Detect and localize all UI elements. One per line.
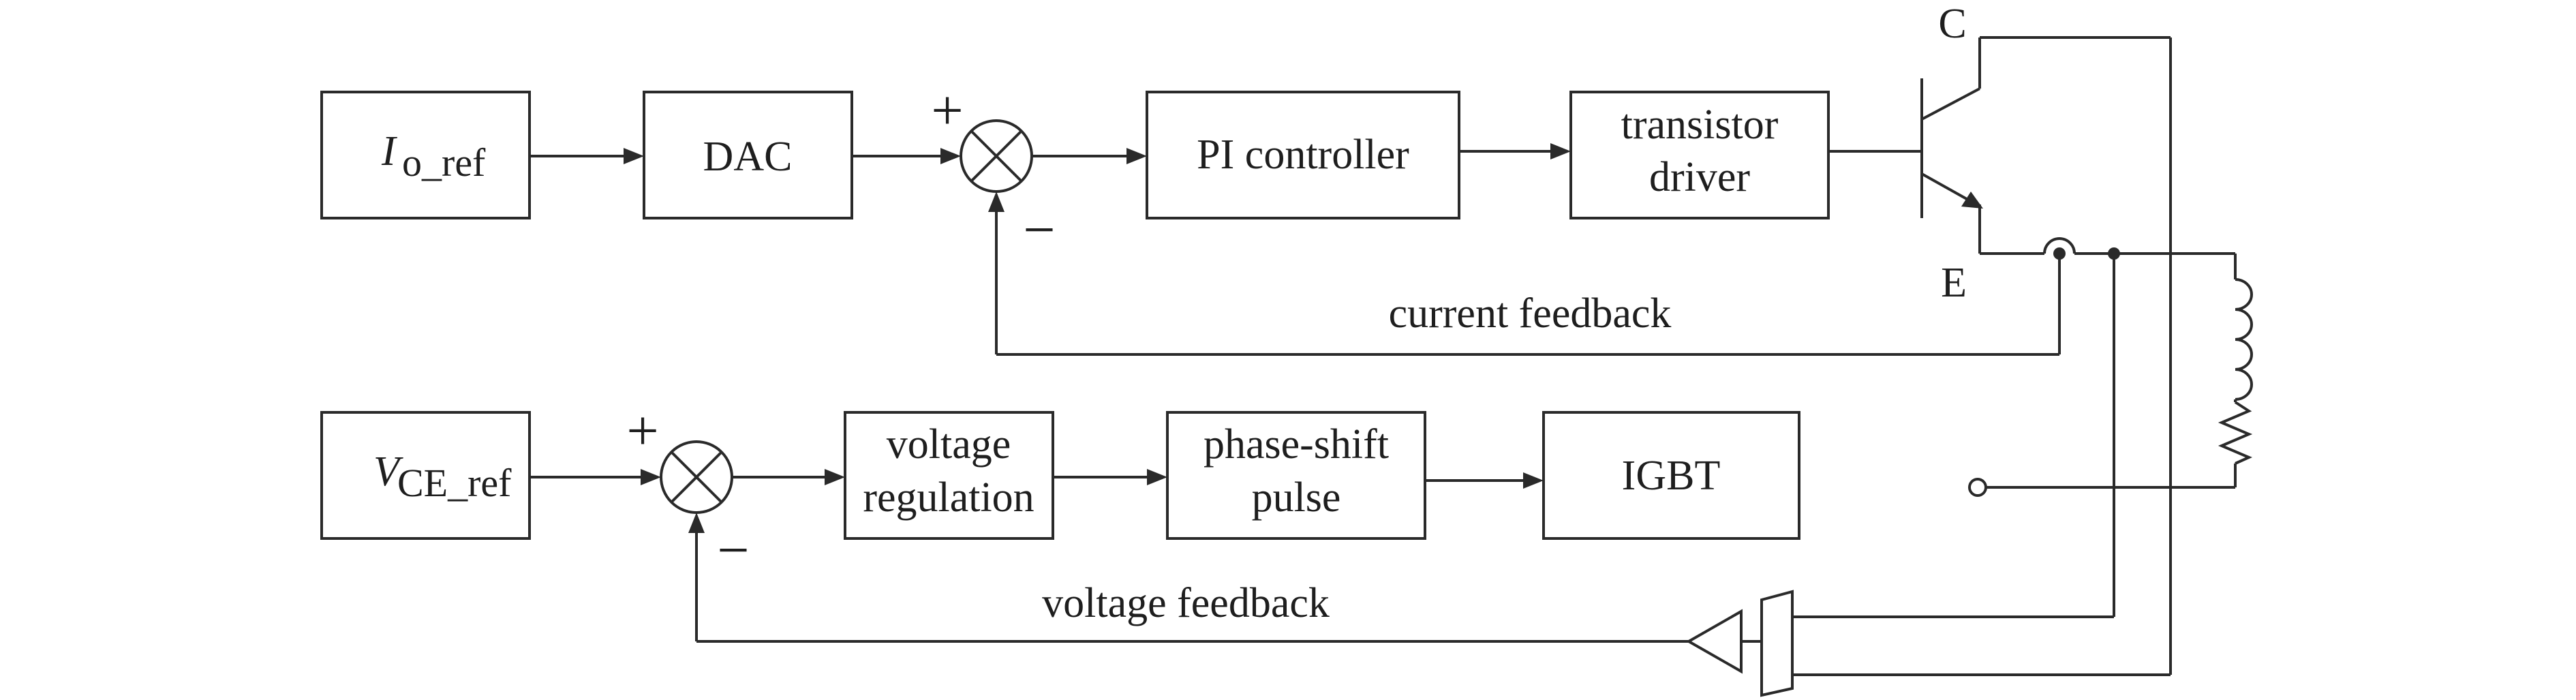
io-ref-label: I: [381, 128, 398, 174]
transistor-symbol: [1920, 36, 2171, 254]
minus-sign-voltage: −: [717, 519, 749, 582]
vreg-label-line1: voltage: [887, 421, 1011, 468]
arrow-vceref-sum2: [641, 469, 661, 485]
inductor-symbol: [2235, 278, 2253, 401]
arrow-voltage-feedback: [688, 513, 705, 533]
vce-ref-block: [320, 411, 531, 540]
io-ref-subscript: o_ref: [402, 140, 486, 185]
pshift-label-line2: pulse: [1252, 474, 1341, 521]
arrow-sum2-vreg: [825, 469, 845, 485]
summing-junction-voltage: [660, 440, 733, 514]
vreg-label-line2: regulation: [863, 474, 1034, 521]
buffer-amplifier: [1685, 609, 1743, 674]
vce-ref-label: V: [373, 448, 403, 495]
crossover-hop: [2043, 237, 2076, 254]
pi-controller-block: [1146, 91, 1460, 219]
vce-ref-subscript: CE_ref: [397, 461, 512, 505]
arrow-pshift-igbt: [1523, 472, 1544, 489]
transistor-driver-block: [1569, 91, 1830, 219]
resistor-symbol: [2218, 401, 2253, 465]
io-ref-block: [320, 91, 531, 219]
summing-junction-current: [960, 119, 1033, 193]
arrow-dac-sum1: [940, 148, 961, 164]
current-feedback-label: current feedback: [1389, 290, 1672, 337]
arrow-current-feedback: [988, 192, 1005, 212]
pi-controller-label: PI controller: [1197, 132, 1409, 178]
minus-sign-current: −: [1023, 198, 1055, 262]
driver-label-line2: driver: [1649, 154, 1750, 200]
igbt-block: [1542, 411, 1800, 540]
voltage-regulation-block: [844, 411, 1054, 540]
pshift-label-line1: phase-shift: [1203, 421, 1389, 468]
collector-label: C: [1938, 1, 1966, 47]
dac-label: DAC: [703, 134, 793, 180]
dac-block: [643, 91, 853, 219]
phase-shift-pulse-block: [1166, 411, 1426, 540]
driver-label-line1: transistor: [1621, 102, 1779, 148]
arrow-sum1-pi: [1126, 148, 1147, 164]
output-terminal: [1968, 478, 1987, 497]
voltage-feedback-label: voltage feedback: [1042, 580, 1330, 626]
plus-sign-current: +: [931, 79, 963, 142]
arrow-vreg-pshift: [1147, 469, 1167, 485]
arrow-ioref-dac: [624, 148, 644, 164]
emitter-label: E: [1941, 260, 1967, 306]
plus-sign-voltage: +: [626, 399, 658, 463]
differential-amplifier: [1760, 590, 1794, 697]
arrow-pi-driver: [1550, 143, 1571, 159]
igbt-label: IGBT: [1622, 453, 1721, 499]
